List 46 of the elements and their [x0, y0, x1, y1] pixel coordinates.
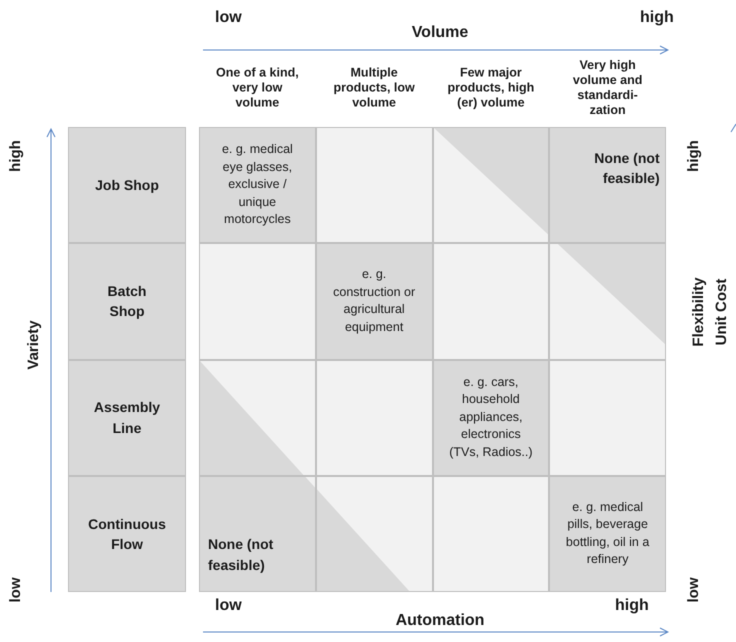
- category-label: Continuous Flow: [87, 514, 167, 554]
- category-box: [68, 127, 186, 244]
- matrix-cell: [432, 476, 550, 592]
- matrix-cell: [316, 476, 432, 592]
- category-label: Job Shop: [94, 176, 160, 195]
- column-header: Few major products, high (er) volume: [446, 66, 536, 110]
- category-label: Assembly Line: [92, 398, 162, 438]
- column-header: Multiple products, low volume: [332, 66, 416, 110]
- matrix-cell: [316, 360, 432, 476]
- matrix-cell: [549, 476, 666, 592]
- matrix-cell: [316, 243, 432, 360]
- axis-label: Variety: [24, 320, 43, 370]
- matrix-cell: [432, 360, 550, 476]
- matrix-cell: [549, 243, 666, 360]
- axis-label: low: [6, 578, 25, 602]
- example-text: e. g. cars, household appliances, electronics (TVs, Radios..): [448, 374, 534, 461]
- column-header: Very high volume and standardi- zation: [572, 58, 644, 118]
- category-box: [68, 243, 186, 360]
- matrix-cell: [432, 127, 550, 244]
- axis-label: low: [215, 8, 242, 28]
- axis-label: high: [615, 596, 649, 616]
- cell-note: None (not feasible): [593, 149, 661, 188]
- example-text: e. g. construction or agricultural equipment: [332, 266, 416, 336]
- matrix-cell: [199, 243, 316, 360]
- matrix-cell: [549, 360, 666, 476]
- example-text: e. g. medical eye glasses, exclusive / unique motorcycles: [220, 141, 294, 228]
- category-box: [68, 476, 186, 592]
- category-box: [68, 360, 186, 476]
- axis-label: low: [684, 578, 703, 602]
- matrix-cell: [199, 476, 316, 592]
- axis-label: high: [640, 8, 674, 28]
- matrix-cell: [432, 243, 550, 360]
- axis-label: high: [6, 140, 25, 172]
- column-header: One of a kind, very low volume: [215, 66, 300, 110]
- cell-note: None (not feasible): [208, 535, 274, 575]
- axis-title: Volume: [412, 23, 468, 43]
- axis-label: high: [684, 140, 703, 172]
- category-label: Batch Shop: [106, 282, 148, 322]
- matrix-cell: [199, 127, 316, 244]
- matrix-cell: [316, 127, 432, 244]
- matrix-cell: [199, 360, 316, 476]
- axis-label: Flexibility: [688, 277, 708, 347]
- axis-label: Unit Cost: [712, 278, 731, 346]
- axis-label: low: [215, 596, 242, 616]
- axis-title: Automation: [396, 611, 484, 631]
- example-text: e. g. medical pills, beverage bottling, oil in a refinery: [564, 498, 650, 568]
